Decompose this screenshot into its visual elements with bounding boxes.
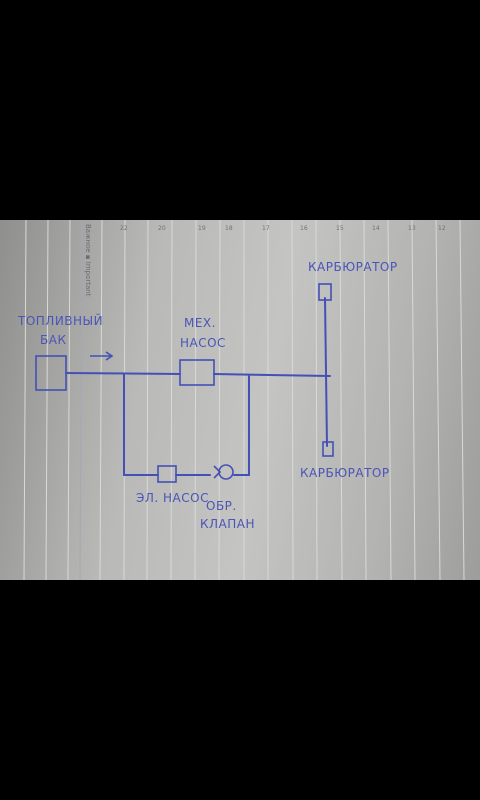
mech-pump-label-line2: НАСОС [180, 336, 226, 350]
ruler-tick: 17 [262, 225, 270, 232]
mech-pump-box [179, 359, 215, 386]
ruler-tick: 19 [198, 225, 206, 232]
carburetor-bottom-label: КАРБЮРАТОР [300, 466, 390, 480]
carburetor-top-label: КАРБЮРАТОР [308, 260, 398, 274]
check-valve-label-line2: КЛАПАН [200, 517, 255, 531]
ruler-tick: 16 [300, 225, 308, 232]
electric-pump-label: ЭЛ. НАСОС [136, 491, 209, 505]
ruler-tick: 18 [225, 225, 233, 232]
margin-note: Важное ▪ Important [84, 224, 92, 297]
main-pipe-right [213, 373, 331, 377]
fuel-system-diagram: Важное ▪ Important 22 20 19 18 17 16 15 … [17, 220, 465, 580]
carburetor-bottom-box [322, 441, 334, 457]
ruler-tick: 13 [408, 225, 416, 232]
ruler-tick: 20 [158, 225, 166, 232]
flow-arrow [90, 351, 114, 361]
fuel-tank-label-line2: БАК [40, 333, 66, 347]
ruler-tick: 14 [372, 225, 380, 232]
ruler-tick: 22 [120, 225, 128, 232]
ruler-tick: 15 [336, 225, 344, 232]
carburetor-top-box [318, 283, 332, 301]
bypass-pipe-right [233, 374, 250, 476]
main-pipe-left [65, 372, 181, 375]
fuel-tank-label-line1: ТОПЛИВНЫЙ [17, 313, 103, 328]
mech-pump-label-line1: МЕХ. [184, 316, 216, 330]
bypass-pipe-left [123, 373, 159, 476]
ruler-ticks: 22 20 19 18 17 16 15 14 13 12 [120, 225, 446, 232]
paper-ruling [23, 220, 465, 580]
check-valve [213, 464, 234, 480]
diagram-photo: Важное ▪ Important 22 20 19 18 17 16 15 … [0, 220, 480, 580]
electric-pump-box [157, 465, 177, 483]
margin-line [79, 220, 83, 580]
fuel-tank-box [35, 355, 67, 391]
check-valve-label-line1: ОБР. [206, 499, 237, 513]
carburetor-riser [324, 297, 328, 447]
ruler-tick: 12 [438, 225, 446, 232]
